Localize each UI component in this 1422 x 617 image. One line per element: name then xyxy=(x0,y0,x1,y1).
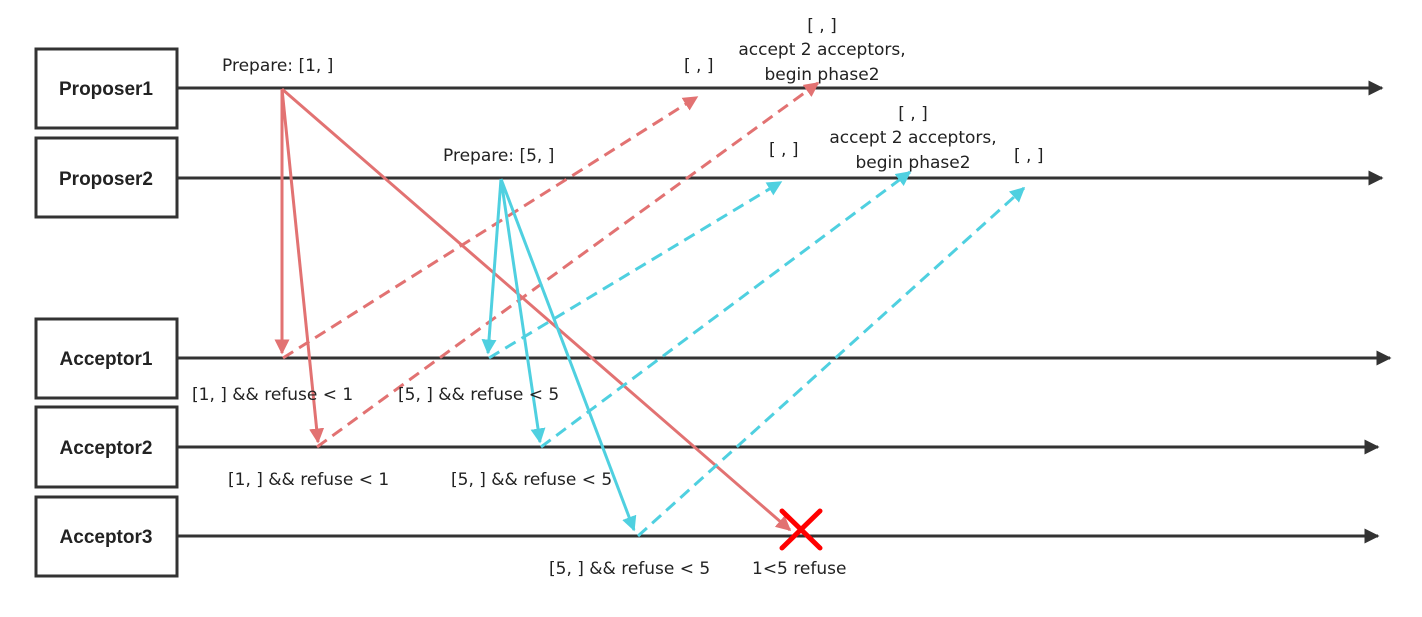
label-p2-first-received: [ , ] xyxy=(769,140,798,160)
actor-label: Acceptor2 xyxy=(60,438,153,459)
label-acceptor2-p2-reply: [5, ] && refuse < 5 xyxy=(451,470,612,490)
message-labels: Prepare: [1, ] Prepare: [5, ] [ , ] [ , … xyxy=(192,16,1043,579)
arrow-acceptor1-to-p1 xyxy=(282,95,699,360)
label-acceptor3-p2-reply: [5, ] && refuse < 5 xyxy=(549,559,710,579)
arrow-p2-to-acceptor2 xyxy=(499,178,546,444)
label-acceptor1-p1-reply: [1, ] && refuse < 1 xyxy=(192,385,353,405)
arrow-acceptor1-to-p2 xyxy=(488,180,783,360)
lifelines xyxy=(178,80,1392,544)
arrow-p2-to-acceptor3 xyxy=(499,178,637,532)
actor-label: Proposer1 xyxy=(59,79,153,100)
label-p2-prepare: Prepare: [5, ] xyxy=(443,146,554,166)
label-acceptor2-p1-reply: [1, ] && refuse < 1 xyxy=(228,470,389,490)
actor-acceptor1: Acceptor1 xyxy=(34,317,179,400)
arrow-p1-to-acceptor3 xyxy=(281,87,792,532)
label-acceptor1-p2-reply: [5, ] && refuse < 5 xyxy=(398,385,559,405)
actor-acceptor3: Acceptor3 xyxy=(34,495,179,578)
proposer1-prepare-arrows xyxy=(274,87,792,532)
actor-proposer2: Proposer2 xyxy=(34,136,179,219)
proposer2-reply-arrows xyxy=(488,170,1026,538)
refuse-x-icon xyxy=(779,508,823,551)
label-p1-second-received: [ , ] xyxy=(807,16,836,36)
arrow-p1-to-acceptor2 xyxy=(280,88,325,444)
actor-label: Proposer2 xyxy=(59,169,153,190)
arrow-acceptor2-to-p1 xyxy=(316,81,820,449)
actor-acceptor2: Acceptor2 xyxy=(34,405,179,489)
arrow-acceptor2-to-p2 xyxy=(540,170,912,449)
proposer2-prepare-arrows xyxy=(481,178,637,532)
arrow-acceptor3-to-p2 xyxy=(636,186,1026,538)
actor-proposer1: Proposer1 xyxy=(34,47,179,130)
actor-boxes: Proposer1 Proposer2 Acceptor1 Acceptor2 … xyxy=(34,47,179,578)
label-p1-phase2-note-line1: accept 2 acceptors, xyxy=(738,40,905,60)
label-p1-prepare: Prepare: [1, ] xyxy=(222,56,333,76)
label-p2-third-received: [ , ] xyxy=(1014,146,1043,166)
label-p2-phase2-note-line2: begin phase2 xyxy=(855,153,970,173)
arrow-p2-to-acceptor1 xyxy=(481,178,503,355)
actor-label: Acceptor1 xyxy=(60,349,153,370)
label-p2-second-received: [ , ] xyxy=(898,104,927,124)
actor-label: Acceptor3 xyxy=(60,527,153,548)
proposer1-reply-arrows xyxy=(282,81,820,449)
label-p1-phase2-note-line2: begin phase2 xyxy=(764,65,879,85)
label-p2-phase2-note-line1: accept 2 acceptors, xyxy=(829,128,996,148)
label-acceptor3-refuse: 1<5 refuse xyxy=(752,559,846,579)
label-p1-first-received: [ , ] xyxy=(684,56,713,76)
